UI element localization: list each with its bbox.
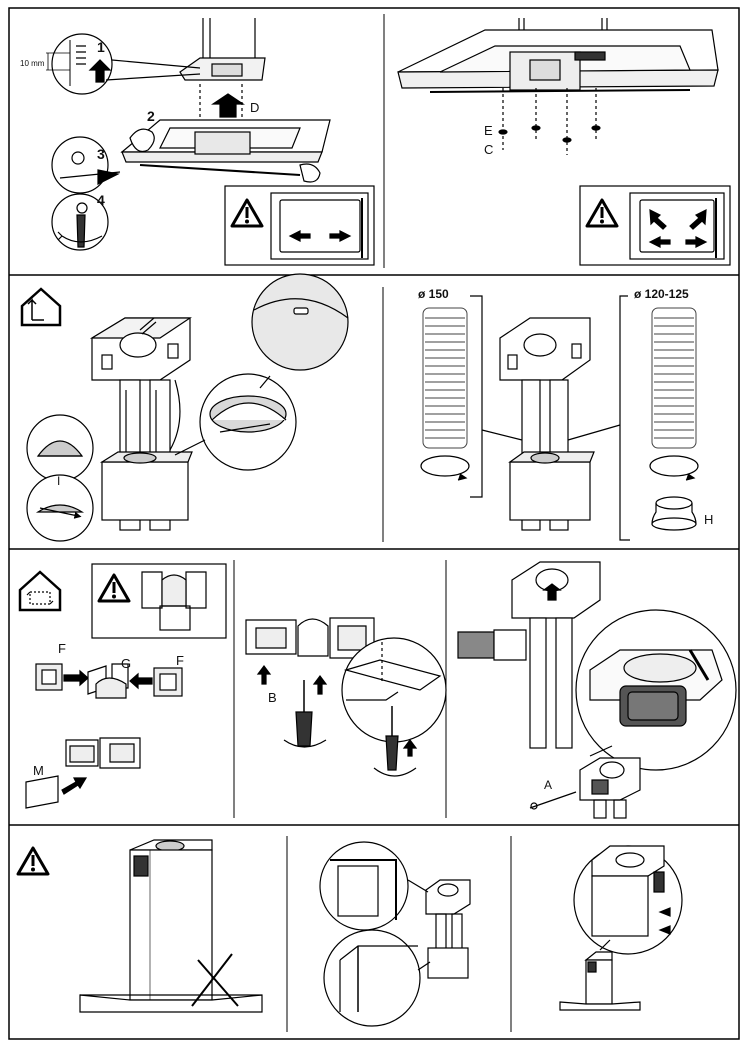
- part-a-label: A: [544, 778, 552, 792]
- warning-triangle-icon: [230, 198, 264, 228]
- part-b-label: B: [268, 690, 277, 705]
- part-f-left-label: F: [58, 641, 66, 656]
- warning-triangle-icon: [16, 846, 50, 876]
- part-d-label: D: [250, 100, 259, 115]
- part-i-label: I: [57, 474, 60, 488]
- diameter-150-label: ø 150: [418, 287, 449, 301]
- part-c-label: C: [484, 142, 493, 157]
- warning-triangle-icon: [585, 198, 619, 228]
- panel-recirculation-parts: [18, 563, 227, 809]
- panel-final-assembly: [79, 839, 683, 1027]
- panel-hood-removal: [46, 18, 375, 266]
- panel-filter-insertion: [457, 561, 737, 819]
- panel-ducting-exhaust: [20, 273, 349, 542]
- part-m-label: M: [33, 763, 44, 778]
- panel-screw-fixing: [245, 617, 447, 777]
- step-3-label: 3: [97, 146, 105, 162]
- page-frame: [8, 7, 740, 1040]
- part-g-label: G: [121, 656, 131, 671]
- diameter-120-125-label: ø 120-125: [634, 287, 689, 301]
- step-2-label: 2: [147, 108, 155, 124]
- panel-duct-diameters: [420, 295, 699, 541]
- warning-triangle-icon: [97, 573, 131, 603]
- step-1-label: 1: [97, 39, 105, 55]
- step-4-label: 4: [97, 192, 105, 208]
- distance-10mm-label: 10 mm: [20, 59, 45, 68]
- part-f-right-label: F: [176, 653, 184, 668]
- panel-hood-underside: [397, 18, 731, 266]
- part-h-label: H: [704, 512, 713, 527]
- part-e-label: E: [484, 123, 493, 138]
